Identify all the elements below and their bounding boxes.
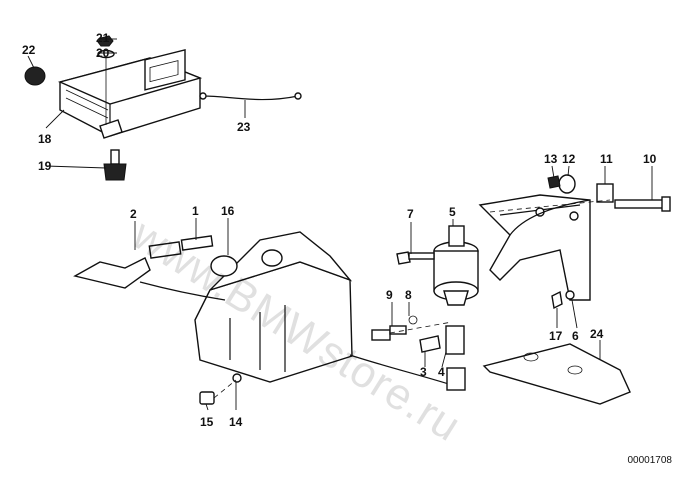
callout-23[interactable]: 23 [237, 120, 251, 134]
callout-21[interactable]: 21 [96, 31, 110, 45]
screw-7[interactable] [396, 251, 435, 265]
bolt-assembly[interactable] [489, 174, 671, 213]
callout-20[interactable]: 20 [96, 46, 110, 60]
callout-15[interactable]: 15 [200, 415, 214, 429]
cap-16[interactable] [210, 255, 238, 277]
module-housing[interactable] [194, 231, 353, 383]
callout-10[interactable]: 10 [643, 152, 657, 166]
ignition-coil[interactable] [433, 225, 479, 306]
callout-11[interactable]: 11 [600, 152, 613, 166]
callout-13[interactable]: 13 [544, 152, 558, 166]
washer-20[interactable] [97, 49, 115, 59]
spark-plug-lead[interactable] [73, 235, 226, 301]
control-unit[interactable] [57, 48, 203, 139]
callout-7[interactable]: 7 [407, 207, 414, 221]
callout-9[interactable]: 9 [386, 288, 393, 302]
nut-21[interactable] [97, 35, 114, 47]
callout-24[interactable]: 24 [590, 327, 604, 341]
bolt-19[interactable] [103, 149, 127, 181]
callout-8[interactable]: 8 [405, 288, 412, 302]
callout-17[interactable]: 17 [549, 329, 563, 343]
heat-shield-24[interactable] [482, 343, 631, 405]
bolt-15[interactable] [199, 379, 237, 405]
callout-14[interactable]: 14 [229, 415, 243, 429]
callout-12[interactable]: 12 [562, 152, 576, 166]
callout-2[interactable]: 2 [130, 207, 137, 221]
mounting-bracket[interactable] [478, 194, 591, 301]
callout-16[interactable]: 16 [221, 204, 235, 218]
lead-3-4[interactable] [349, 325, 466, 391]
callout-22[interactable]: 22 [22, 43, 36, 57]
terminal-hardware[interactable] [371, 315, 453, 341]
callout-4[interactable]: 4 [438, 365, 445, 379]
callout-3[interactable]: 3 [420, 365, 427, 379]
callout-5[interactable]: 5 [449, 205, 456, 219]
clip-17[interactable] [551, 290, 563, 310]
document-id: 00001708 [627, 455, 673, 466]
callout-6[interactable]: 6 [572, 329, 579, 343]
callout-18[interactable]: 18 [38, 132, 52, 146]
wire-lead-23[interactable] [199, 92, 302, 101]
grommet-22[interactable] [24, 66, 46, 86]
callout-19[interactable]: 19 [38, 159, 52, 173]
leader-lines [27, 38, 653, 411]
callout-1[interactable]: 1 [192, 204, 199, 218]
